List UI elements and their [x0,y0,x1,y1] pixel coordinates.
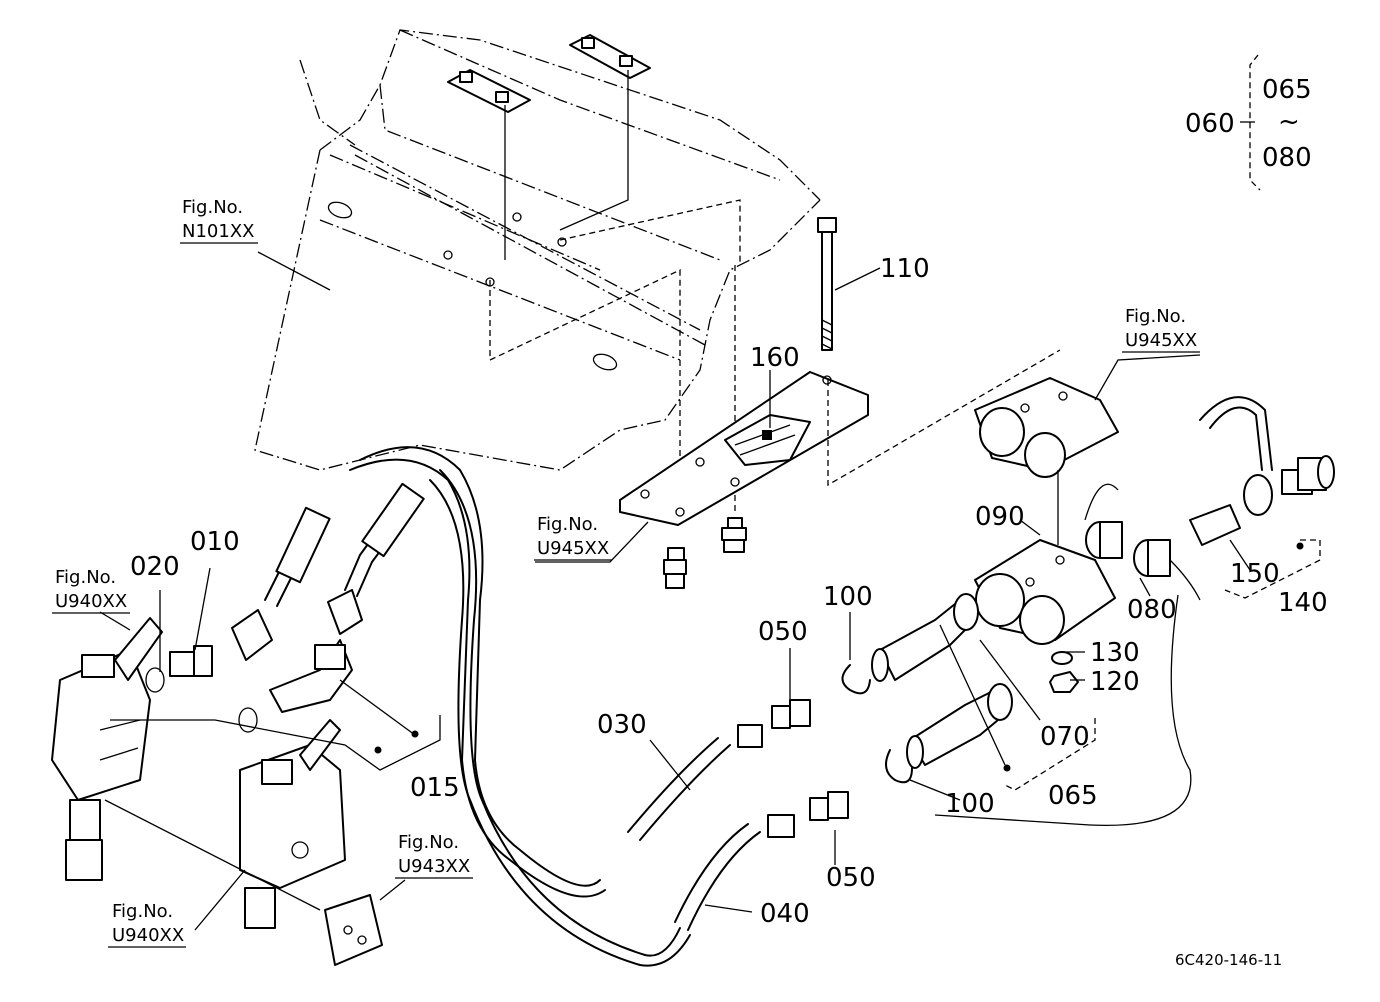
o-ring-015 [238,707,258,733]
elbow-fitting-015 [269,639,353,713]
label-160: 160 [750,343,800,373]
coupler-block-090 [974,539,1116,645]
holder-guide-line [827,349,1061,487]
o-ring-020 [145,667,165,693]
label-150: 150 [1230,559,1280,589]
hose-040 [429,469,795,967]
label-010: 010 [190,527,240,557]
washer-130 [1051,651,1073,665]
label-100-upper: 100 [823,582,873,612]
circlip-100-lower [885,749,913,784]
fig-ref-line2: U945XX [537,538,609,559]
fig-ref-u945-top: Fig.No. U945XX [1122,306,1200,353]
part-labels: 060 065 ~ 080 110 160 090 080 150 140 10… [130,75,1328,929]
nut-120 [1049,671,1079,693]
drawing-code: 6C420-146-11 [1175,951,1282,969]
fig-ref-u945-mid: Fig.No. U945XX [534,514,612,561]
fig-ref-n101: Fig.No. N101XX [180,197,258,244]
label-130: 130 [1090,638,1140,668]
label-015: 015 [410,773,460,803]
label-100-lower: 100 [945,789,995,819]
label-range-separator: ~ [1278,107,1300,137]
fig-ref-line2: U945XX [1125,330,1197,351]
label-070: 070 [1040,722,1090,752]
label-030: 030 [597,710,647,740]
fig-ref-line1: Fig.No. [55,567,116,588]
fig-ref-line2: U940XX [55,591,127,612]
circlip-100-upper [841,664,871,695]
label-090: 090 [975,502,1025,532]
dust-cap-080 [1084,483,1201,601]
label-040: 040 [760,899,810,929]
adapter-050-upper [771,699,811,729]
hose-end-fittings [231,482,425,661]
fig-ref-line2: U940XX [112,925,184,946]
hose-030 [349,446,763,898]
label-080: 080 [1127,595,1177,625]
fig-ref-u940-top: Fig.No. U940XX [52,567,130,614]
bolt-110 [817,217,837,351]
frame-panel [254,29,821,515]
label-110: 110 [880,254,930,284]
fig-ref-line1: Fig.No. [398,832,459,853]
control-valve-lower [239,719,383,966]
coupler-holder-upper [974,377,1119,478]
control-valve-upper [51,617,163,881]
adapter-050-lower [809,791,849,821]
fig-ref-line2: U943XX [398,856,470,877]
fig-ref-line1: Fig.No. [537,514,598,535]
label-140: 140 [1278,588,1328,618]
fig-ref-u940-bot: Fig.No. U940XX [108,901,186,948]
fig-ref-line1: Fig.No. [182,197,243,218]
leader-lines [99,54,1321,931]
label-120: 120 [1090,667,1140,697]
label-020: 020 [130,552,180,582]
fig-ref-u943: Fig.No. U943XX [395,832,473,879]
label-080-range: 080 [1262,143,1312,173]
adapter-010 [169,645,213,677]
label-050-upper: 050 [758,617,808,647]
reference-dots [374,542,1304,772]
fig-ref-line2: N101XX [182,221,254,242]
mounting-plate-160 [619,371,869,589]
label-065-range: 065 [1262,75,1312,105]
label-065: 065 [1048,781,1098,811]
lock-pin-150 [1189,396,1273,546]
label-050-lower: 050 [826,863,876,893]
fig-ref-line1: Fig.No. [1125,306,1186,327]
label-060: 060 [1185,109,1235,139]
quick-coupler-070 [871,593,1013,769]
male-plug-140 [1281,455,1335,495]
fig-ref-line1: Fig.No. [112,901,173,922]
